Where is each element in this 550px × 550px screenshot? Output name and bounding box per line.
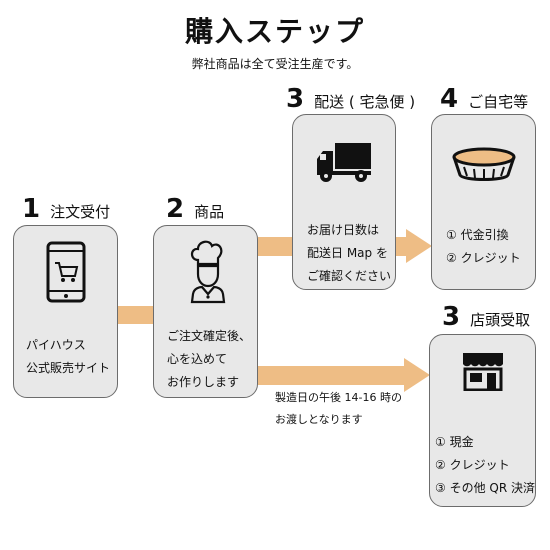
step-order-title: 注文受付 xyxy=(50,203,111,221)
step-home-label: 4 ご自宅等 xyxy=(436,84,529,114)
step-order-label: 1 注文受付 xyxy=(18,194,111,224)
pickup-note-line: お渡しとなります xyxy=(275,413,363,426)
step-order-number: 1 xyxy=(18,194,41,224)
step-home-text: ① 代金引換 ② クレジット xyxy=(446,224,521,270)
step-delivery-title: 配送 ( 宅急便 ) xyxy=(314,93,416,111)
step-store-number: 3 xyxy=(438,302,461,332)
step-order-card: パイハウス 公式販売サイト xyxy=(13,225,118,398)
page-title: 購入ステップ xyxy=(184,15,365,48)
step-store-line: ③ その他 QR 決済 xyxy=(435,481,535,495)
connector-product-store xyxy=(258,366,406,385)
step-store-card: ① 現金 ② クレジット ③ その他 QR 決済 xyxy=(429,334,536,507)
step-product-number: 2 xyxy=(162,194,185,224)
step-delivery-line: ご確認ください xyxy=(307,269,392,283)
step-delivery-text: お届け日数は 配送日 Map を ご確認ください xyxy=(307,219,391,288)
step-home-line: ② クレジット xyxy=(446,251,521,265)
step-product-line: ご注文確定後、 xyxy=(167,329,252,343)
connector-order-product xyxy=(118,306,154,324)
truck-icon xyxy=(317,143,371,182)
step-store-label: 3 店頭受取 xyxy=(438,302,531,332)
step-product-text: ご注文確定後、 心を込めて お作りします xyxy=(167,325,251,394)
step-delivery-line: お届け日数は xyxy=(307,223,380,237)
arrow-head-delivery xyxy=(406,229,432,263)
pickup-note: 製造日の午後 14-16 時の お渡しとなります xyxy=(275,387,402,431)
chef-icon xyxy=(190,240,226,304)
step-home-title: ご自宅等 xyxy=(468,93,529,111)
step-delivery-label: 3 配送 ( 宅急便 ) xyxy=(282,84,416,114)
step-store-line: ① 現金 xyxy=(435,435,474,449)
step-product-line: 心を込めて xyxy=(167,352,228,366)
page-subtitle: 弊社商品は全て受注生産です。 xyxy=(191,57,359,71)
pickup-note-line: 製造日の午後 14-16 時の xyxy=(275,391,402,404)
pie-icon xyxy=(452,147,516,181)
step-delivery-line: 配送日 Map を xyxy=(307,246,388,260)
arrow-head-store xyxy=(404,358,430,392)
step-store-line: ② クレジット xyxy=(435,458,510,472)
step-store-title: 店頭受取 xyxy=(470,311,531,329)
step-product-title: 商品 xyxy=(194,203,225,221)
step-delivery-card: お届け日数は 配送日 Map を ご確認ください xyxy=(292,114,396,290)
step-product-label: 2 商品 xyxy=(162,194,225,224)
step-order-line: パイハウス xyxy=(26,338,86,352)
step-product-line: お作りします xyxy=(167,375,240,389)
step-home-card: ① 代金引換 ② クレジット xyxy=(431,114,536,290)
step-home-line: ① 代金引換 xyxy=(446,228,509,242)
step-store-text: ① 現金 ② クレジット ③ その他 QR 決済 xyxy=(435,431,535,500)
step-delivery-number: 3 xyxy=(282,84,305,114)
step-order-text: パイハウス 公式販売サイト xyxy=(26,334,110,380)
step-order-line: 公式販売サイト xyxy=(26,361,111,375)
storefront-icon xyxy=(463,353,503,391)
smartphone-cart-icon xyxy=(46,241,86,303)
step-home-number: 4 xyxy=(436,84,459,114)
step-product-card: ご注文確定後、 心を込めて お作りします xyxy=(153,225,258,398)
